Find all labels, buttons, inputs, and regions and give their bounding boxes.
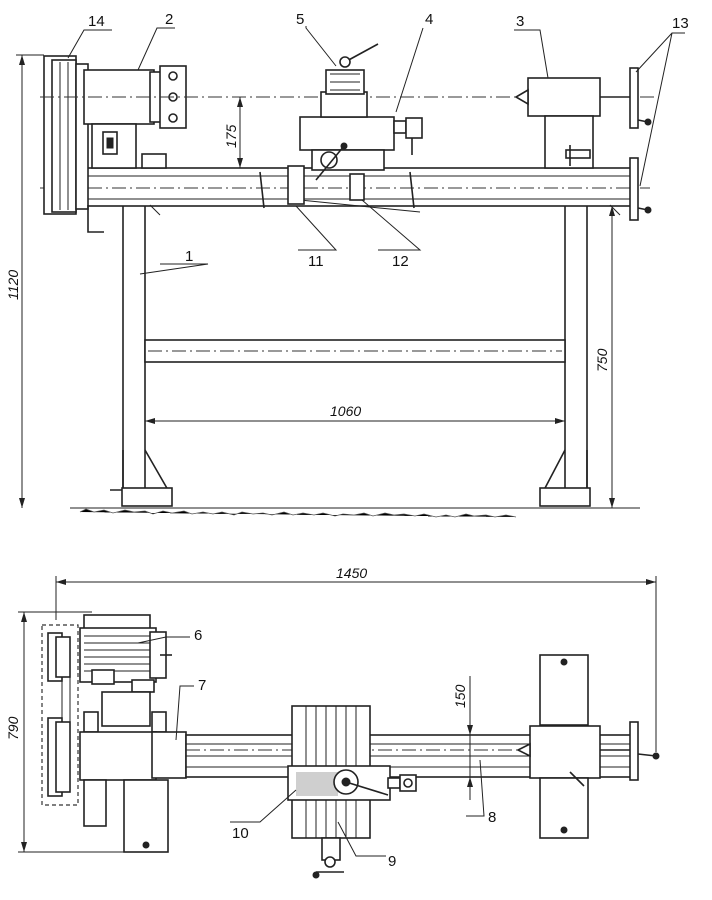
dim-center-height — [237, 97, 243, 168]
top-leaders — [137, 636, 485, 857]
label-7: 7 — [198, 677, 206, 694]
label-5: 5 — [296, 11, 304, 28]
top-view — [18, 576, 660, 879]
dim-text-150: 150 — [452, 684, 468, 708]
label-9: 9 — [388, 853, 396, 870]
carriage — [287, 43, 423, 205]
ground-line — [70, 507, 640, 518]
label-6: 6 — [194, 627, 202, 644]
dim-text-790: 790 — [5, 716, 21, 740]
dim-bed-height — [590, 205, 618, 508]
dim-text-750: 750 — [594, 348, 610, 372]
cross-bar — [144, 339, 566, 363]
label-4: 4 — [425, 11, 433, 28]
dim-length-total — [55, 576, 657, 752]
dim-text-175: 175 — [223, 124, 239, 148]
pulleys — [47, 632, 71, 797]
dim-text-1060: 1060 — [330, 403, 361, 419]
right-leg — [539, 204, 591, 507]
label-8: 8 — [488, 809, 496, 826]
label-12: 12 — [392, 253, 409, 270]
dim-text-1450: 1450 — [336, 565, 367, 581]
tailstock-top — [516, 654, 660, 839]
label-1: 1 — [185, 248, 193, 265]
carriage-top — [287, 705, 417, 879]
headstock — [40, 55, 655, 233]
label-14: 14 — [88, 13, 105, 30]
front-view — [16, 26, 685, 518]
dim-height-total — [16, 54, 44, 508]
motor — [79, 614, 172, 693]
headstock-top — [79, 691, 187, 853]
belt-guard — [41, 624, 79, 806]
dim-text-1120: 1120 — [5, 270, 21, 300]
label-11: 11 — [308, 253, 324, 270]
label-2: 2 — [165, 11, 173, 28]
dim-leg-span — [145, 418, 565, 424]
front-leaders — [67, 26, 685, 275]
dim-width-total — [18, 611, 124, 853]
dim-offset — [467, 676, 473, 800]
label-13: 13 — [672, 15, 689, 32]
label-10: 10 — [232, 825, 249, 842]
tailstock — [514, 67, 652, 221]
label-3: 3 — [516, 13, 524, 30]
